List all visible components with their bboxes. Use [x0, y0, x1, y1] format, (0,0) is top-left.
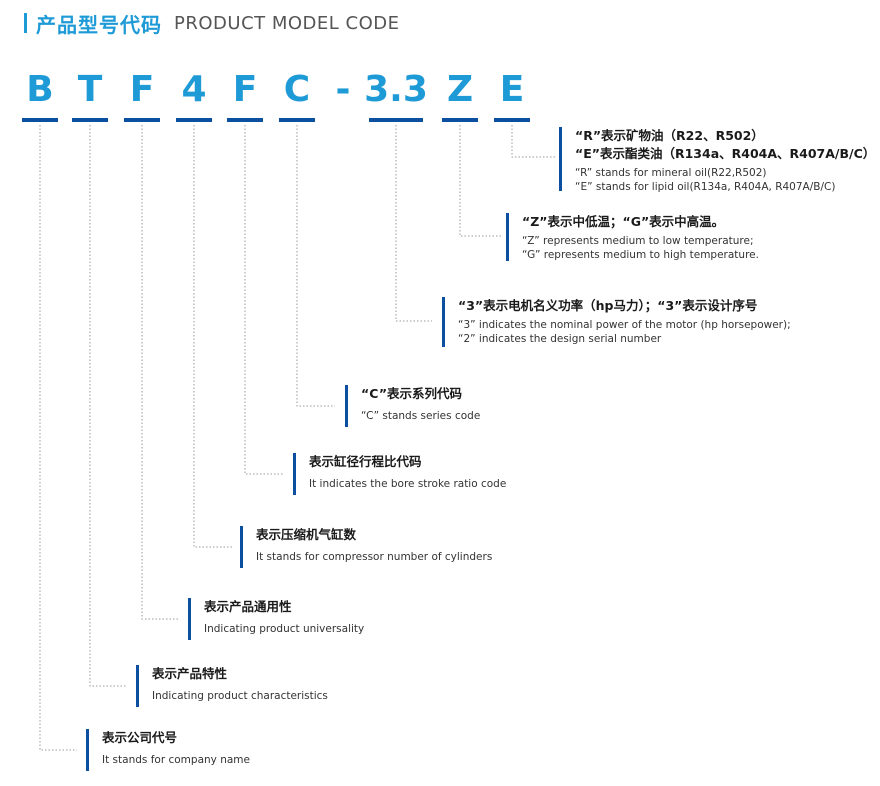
- underline-t: [72, 118, 108, 122]
- code-char-dash: -: [335, 69, 351, 110]
- desc-series-code: “C”表示系列代码 “C” stands series code: [345, 385, 481, 427]
- desc-oil-zh-r: “R”表示矿物油（R22、R502）: [575, 128, 764, 143]
- leader-z: [459, 125, 503, 237]
- desc-temperature: “Z”表示中低温；“G”表示中高温。 “Z” represents medium…: [506, 213, 759, 262]
- desc-universality-en: Indicating product universality: [204, 623, 365, 635]
- code-char-4: 4: [181, 69, 207, 110]
- desc-motor-power: “3”表示电机名义功率（hp马力）；“3”表示设计序号 “3” indicate…: [442, 297, 791, 347]
- leader-4: [193, 125, 232, 548]
- desc-characteristics-zh: 表示产品特性: [152, 666, 228, 681]
- desc-company-name-zh: 表示公司代号: [102, 730, 178, 745]
- desc-series-code-zh: “C”表示系列代码: [361, 386, 463, 401]
- code-char-z: Z: [446, 69, 474, 110]
- desc-temperature-en-g: “G” represents medium to high temperatur…: [522, 249, 759, 261]
- code-char-f1: F: [129, 69, 155, 110]
- code-char-t: T: [77, 69, 103, 110]
- header-title-zh: 产品型号代码: [36, 12, 162, 37]
- leader-c: [296, 125, 335, 407]
- desc-series-code-en: “C” stands series code: [361, 410, 481, 422]
- underline-e: [494, 118, 530, 122]
- desc-motor-power-en-1: “3” indicates the nominal power of the m…: [458, 319, 791, 331]
- leader-b: [39, 125, 77, 751]
- desc-temperature-en-z: “Z” represents medium to low temperature…: [522, 235, 754, 247]
- desc-temperature-zh: “Z”表示中低温；“G”表示中高温。: [522, 214, 725, 229]
- desc-cylinders-en: It stands for compressor number of cylin…: [256, 551, 493, 563]
- desc-universality: 表示产品通用性 Indicating product universality: [188, 598, 365, 640]
- underline-3-3: [369, 118, 423, 122]
- underline-4: [176, 118, 212, 122]
- desc-motor-power-en-2: “2” indicates the design serial number: [458, 333, 662, 345]
- underline-b: [22, 118, 58, 122]
- desc-characteristics-en: Indicating product characteristics: [152, 690, 328, 702]
- code-char-e: E: [499, 69, 525, 110]
- desc-company-name: 表示公司代号 It stands for company name: [86, 729, 250, 771]
- desc-bore-stroke-zh: 表示缸径行程比代码: [309, 454, 422, 469]
- desc-motor-power-zh: “3”表示电机名义功率（hp马力）；“3”表示设计序号: [458, 298, 758, 313]
- section-header: 产品型号代码 PRODUCT MODEL CODE: [24, 6, 400, 40]
- desc-oil-en-e: “E” stands for lipid oil(R134a, R404A, R…: [575, 181, 836, 193]
- leader-t: [89, 125, 127, 687]
- desc-universality-zh: 表示产品通用性: [204, 599, 292, 614]
- underline-f1: [124, 118, 160, 122]
- header-title-en: PRODUCT MODEL CODE: [174, 12, 400, 34]
- underline-c: [279, 118, 315, 122]
- leader-f2: [244, 125, 283, 475]
- desc-bore-stroke-en: It indicates the bore stroke ratio code: [309, 478, 507, 490]
- desc-oil-type: “R”表示矿物油（R22、R502） “E”表示酯类油（R134a、R404A、…: [559, 127, 875, 194]
- desc-characteristics: 表示产品特性 Indicating product characteristic…: [136, 665, 328, 707]
- code-char-3-3: 3.3: [364, 69, 428, 110]
- underline-z: [442, 118, 478, 122]
- desc-company-name-en: It stands for company name: [102, 754, 250, 766]
- code-char-f2: F: [232, 69, 258, 110]
- header-accent-bar: [24, 13, 27, 33]
- leader-e: [511, 125, 556, 158]
- code-char-c: C: [283, 69, 311, 110]
- desc-cylinders: 表示压缩机气缸数 It stands for compressor number…: [240, 526, 493, 568]
- leader-f1: [141, 125, 180, 620]
- desc-cylinders-zh: 表示压缩机气缸数: [256, 527, 357, 542]
- desc-oil-zh-e: “E”表示酯类油（R134a、R404A、R407A/B/C）: [575, 146, 876, 161]
- underline-f2: [227, 118, 263, 122]
- code-char-b: B: [26, 69, 54, 110]
- desc-oil-en-r: “R” stands for mineral oil(R22,R502): [575, 167, 767, 179]
- desc-bore-stroke: 表示缸径行程比代码 It indicates the bore stroke r…: [293, 453, 507, 495]
- leader-3-3: [395, 125, 432, 322]
